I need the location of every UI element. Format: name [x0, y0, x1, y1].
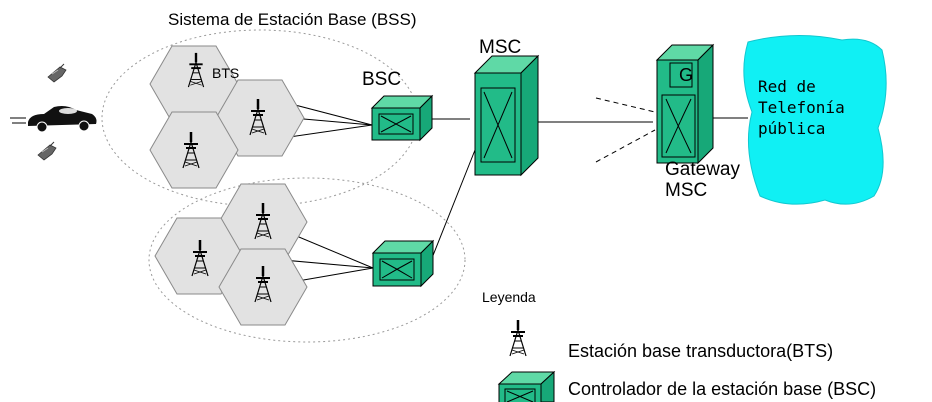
- pstn-label-line1: Red de: [758, 77, 816, 96]
- bsc-upper-icon: [370, 94, 434, 142]
- core-network-links: [431, 97, 748, 259]
- legend-bsc-icon: [497, 370, 556, 402]
- legend-title: Leyenda: [482, 289, 536, 305]
- legend-bts-description: Estación base transductora(BTS): [568, 341, 834, 361]
- gateway-msc-label: MSC: [665, 180, 708, 201]
- car-icon: [10, 106, 97, 133]
- msc-switch-icon: [473, 54, 540, 177]
- pstn-label: Red de Telefonía pública: [758, 76, 845, 139]
- pstn-cloud: [743, 35, 887, 205]
- gateway-letter-label: G: [679, 65, 694, 85]
- pstn-label-line3: pública: [758, 119, 826, 138]
- bts-label: BTS: [212, 65, 240, 81]
- msc-label: MSC: [479, 37, 522, 58]
- bsc-label: BSC: [362, 69, 402, 90]
- gateway-msc-icon: [655, 43, 715, 165]
- pstn-label-line2: Telefonía: [758, 98, 845, 117]
- mobile-phone-icon: [37, 141, 57, 161]
- bss-title-label: Sistema de Estación Base (BSS): [168, 10, 417, 29]
- legend-bsc-description: Controlador de la estación base (BSC): [568, 379, 877, 399]
- bsc-lower-icon: [371, 239, 435, 288]
- legend-bts-icon: [508, 318, 528, 358]
- mobile-phone-icon: [47, 63, 67, 83]
- bss-lower-boundary: [148, 177, 466, 343]
- bss-lower-cells: [154, 183, 308, 326]
- gateway-label: Gateway: [665, 159, 740, 180]
